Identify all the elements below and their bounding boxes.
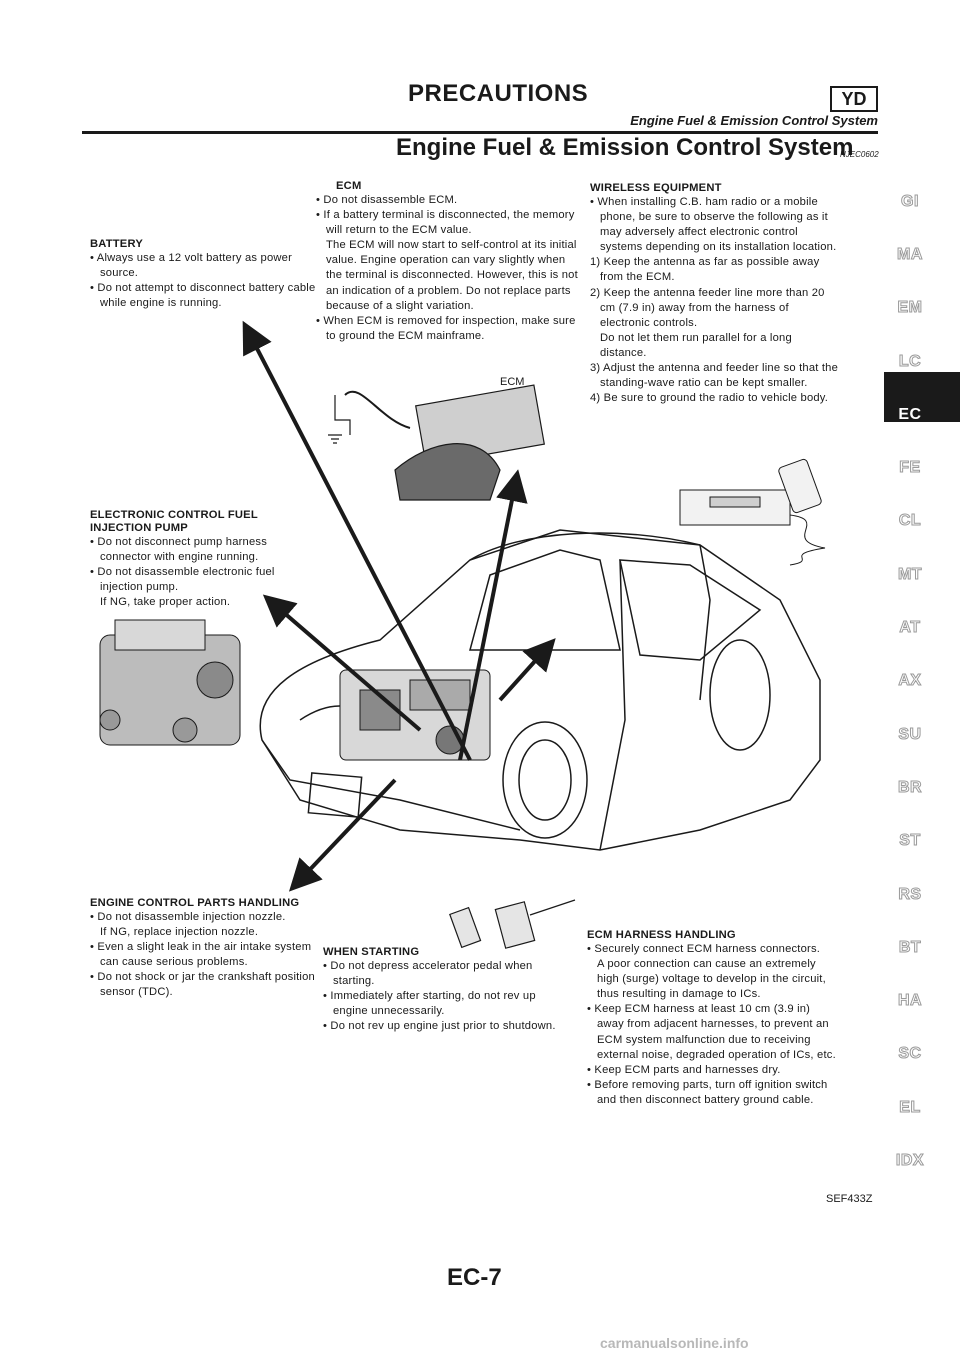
section-code: NJEC0602 bbox=[840, 150, 879, 159]
page-number: EC-7 bbox=[447, 1264, 502, 1291]
tab-mt[interactable]: MT bbox=[897, 565, 923, 583]
parts-heading: ENGINE CONTROL PARTS HANDLING bbox=[90, 897, 300, 909]
active-tab-background bbox=[884, 372, 960, 422]
ecm-block: ECM • Do not disassemble ECM. • If a bat… bbox=[316, 180, 581, 344]
starting-block: WHEN STARTING • Do not depress accelerat… bbox=[323, 946, 573, 1034]
figure-code: SEF433Z bbox=[826, 1193, 873, 1205]
parts-item: • Do not disassemble injection nozzle. bbox=[90, 911, 286, 923]
header-title: PRECAUTIONS bbox=[408, 80, 589, 107]
harness-item: • Before removing parts, turn off igniti… bbox=[587, 1078, 828, 1106]
ecm-item: The ECM will now start to self-control a… bbox=[326, 239, 578, 312]
parts-item: • Even a slight leak in the air intake s… bbox=[90, 941, 312, 969]
ecm-heading: ECM bbox=[336, 180, 362, 192]
starting-item: • Do not rev up engine just prior to shu… bbox=[323, 1020, 556, 1033]
tab-ec[interactable]: EC bbox=[898, 405, 922, 423]
tab-bt[interactable]: BT bbox=[898, 938, 922, 956]
parts-block: ENGINE CONTROL PARTS HANDLING • Do not d… bbox=[90, 897, 325, 1001]
tab-gi[interactable]: GI bbox=[901, 192, 919, 210]
tab-st[interactable]: ST bbox=[899, 832, 921, 850]
tab-el[interactable]: EL bbox=[899, 1098, 921, 1116]
tab-em[interactable]: EM bbox=[897, 299, 923, 317]
ecm-drawing bbox=[328, 384, 545, 501]
starting-item: • Immediately after starting, do not rev… bbox=[323, 990, 536, 1018]
wireless-item: • When installing C.B. ham radio or a mo… bbox=[590, 196, 837, 254]
pump-heading-line1: ELECTRONIC CONTROL FUEL bbox=[90, 509, 258, 521]
ecm-item: • If a battery terminal is disconnected,… bbox=[316, 209, 575, 237]
battery-item: • Always use a 12 volt battery as power … bbox=[90, 252, 293, 280]
section-title: Engine Fuel & Emission Control System bbox=[396, 134, 854, 161]
tab-rs[interactable]: RS bbox=[898, 885, 922, 903]
wireless-item: 1) Keep the antenna as far as possible a… bbox=[590, 256, 820, 284]
pump-item: • Do not disconnect pump harness connect… bbox=[90, 536, 267, 564]
wireless-heading: WIRELESS EQUIPMENT bbox=[590, 182, 722, 194]
wireless-item: 2) Keep the antenna feeder line more tha… bbox=[590, 286, 825, 329]
tab-ha[interactable]: HA bbox=[897, 992, 923, 1010]
starting-item: • Do not depress accelerator pedal when … bbox=[323, 960, 533, 988]
header-rule bbox=[82, 131, 878, 134]
parts-item: If NG, replace injection nozzle. bbox=[100, 926, 259, 939]
tab-idx[interactable]: IDX bbox=[895, 1151, 925, 1169]
ecm-item: • When ECM is removed for inspection, ma… bbox=[316, 314, 576, 342]
harness-heading: ECM HARNESS HANDLING bbox=[587, 929, 736, 941]
starting-heading: WHEN STARTING bbox=[323, 946, 420, 958]
harness-item: • Securely connect ECM harness connector… bbox=[587, 943, 821, 955]
injection-pump-drawing bbox=[99, 619, 241, 746]
ecm-figure-label: ECM bbox=[500, 376, 525, 388]
wireless-block: WIRELESS EQUIPMENT • When installing C.B… bbox=[590, 182, 840, 406]
harness-item: • Keep ECM parts and harnesses dry. bbox=[587, 1063, 781, 1076]
section-tab-strip: GI MA EM LC EC FE CL MT AT AX SU BR ST R… bbox=[888, 175, 932, 1188]
radio-drawing bbox=[679, 458, 826, 566]
pump-item: If NG, take proper action. bbox=[100, 596, 231, 609]
harness-item: • Keep ECM harness at least 10 cm (3.9 i… bbox=[587, 1003, 836, 1061]
header-subtitle: Engine Fuel & Emission Control System bbox=[630, 113, 878, 128]
harness-block: ECM HARNESS HANDLING • Securely connect … bbox=[587, 929, 837, 1108]
wireless-item: Do not let them run parallel for a long … bbox=[600, 331, 792, 359]
tab-ma[interactable]: MA bbox=[897, 245, 923, 263]
pump-heading-line2: INJECTION PUMP bbox=[90, 522, 188, 534]
callout-arrows bbox=[242, 320, 556, 892]
tab-cl[interactable]: CL bbox=[898, 512, 922, 530]
tab-sc[interactable]: SC bbox=[898, 1045, 922, 1063]
header-badge: YD bbox=[830, 86, 878, 112]
pedal-drawing bbox=[449, 899, 576, 949]
tab-su[interactable]: SU bbox=[898, 725, 922, 743]
ecm-item: • Do not disassemble ECM. bbox=[316, 194, 458, 206]
tab-br[interactable]: BR bbox=[897, 778, 923, 796]
pump-block: ELECTRONIC CONTROL FUEL INJECTION PUMP •… bbox=[90, 509, 310, 610]
battery-block: BATTERY • Always use a 12 volt battery a… bbox=[90, 238, 320, 311]
tab-at[interactable]: AT bbox=[899, 619, 921, 637]
parts-item: • Do not shock or jar the crankshaft pos… bbox=[90, 971, 315, 999]
pump-item: • Do not disassemble electronic fuel inj… bbox=[90, 566, 275, 594]
watermark: carmanualsonline.info bbox=[600, 1335, 749, 1351]
wireless-item: 3) Adjust the antenna and feeder line so… bbox=[590, 362, 839, 390]
battery-heading: BATTERY bbox=[90, 238, 143, 250]
tab-fe[interactable]: FE bbox=[899, 459, 921, 477]
tab-lc[interactable]: LC bbox=[898, 352, 922, 370]
harness-item: A poor connection can cause an extremely… bbox=[597, 958, 826, 1001]
tab-ax[interactable]: AX bbox=[898, 672, 922, 690]
wireless-item: 4) Be sure to ground the radio to vehicl… bbox=[590, 392, 829, 405]
battery-item: • Do not attempt to disconnect battery c… bbox=[90, 282, 316, 310]
